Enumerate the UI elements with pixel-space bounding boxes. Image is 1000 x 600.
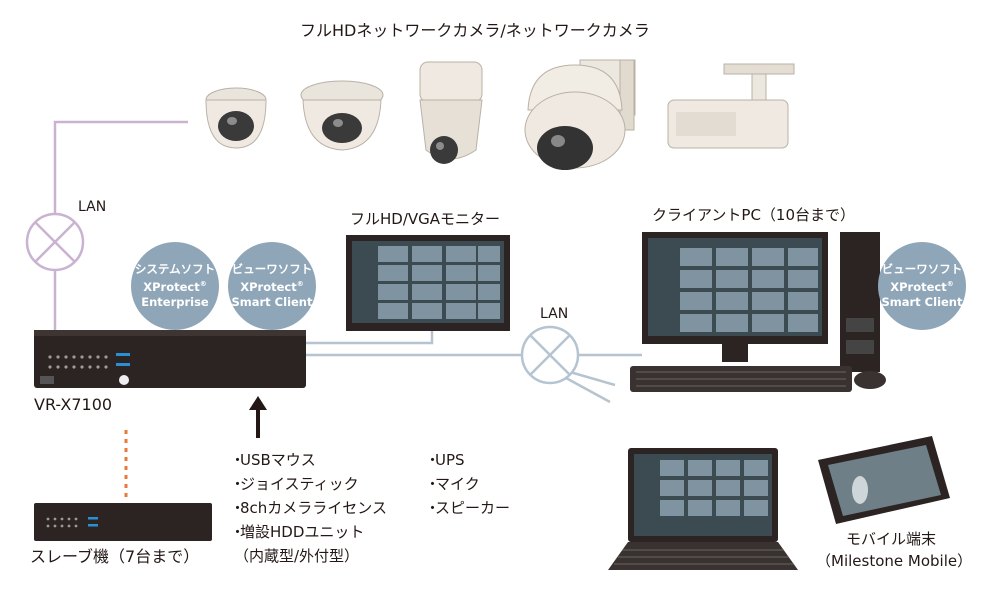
bubble-viewer-right-line3: Smart Client (881, 294, 963, 309)
mobile-label-line1: モバイル端末 (846, 530, 937, 548)
list-item: ・ジョイスティック (230, 475, 359, 493)
tablet-icon (818, 436, 950, 524)
bubble-system-line2: XProtect (143, 279, 200, 294)
lan-hub-right-icon (520, 325, 580, 385)
lan-label-right: LAN (540, 306, 569, 322)
lan-branch-1 (569, 370, 616, 387)
registered-mark: ® (296, 280, 304, 289)
recorder-vr-x7100-icon (34, 330, 306, 388)
bubble-system-software: システムソフト XProtect® Enterprise (131, 242, 219, 330)
registered-mark: ® (946, 280, 954, 289)
recorder-monitor-line (305, 330, 434, 345)
registered-mark: ® (199, 280, 207, 289)
bubble-viewer-left-line1: ビューワソフト (231, 262, 313, 277)
monitor-label: フルHD/VGAモニター (350, 210, 501, 228)
dome-camera-1-icon (205, 87, 267, 149)
diagram-title: フルHDネットワークカメラ/ネットワークカメラ (300, 21, 650, 40)
list-item: ・スピーカー (425, 499, 511, 517)
bubble-viewer-software-left: ビューワソフト XProtect® Smart Client (228, 242, 316, 330)
ptz-camera-large-icon (524, 59, 636, 170)
list-item-sub: （内蔵型/外付型） (234, 547, 360, 565)
slave-label: スレーブ機（7台まで） (30, 547, 200, 566)
box-camera-icon (667, 63, 795, 149)
list-item: ・UPS (425, 451, 465, 469)
client-pc-label: クライアントPC（10台まで） (652, 206, 856, 224)
lan-hub-left-icon (25, 212, 85, 272)
bubble-viewer-left-line2: XProtect (240, 279, 297, 294)
bubble-viewer-right-line2: XProtect (890, 279, 947, 294)
lan-branch-2 (565, 376, 611, 404)
list-item: ・増設HDDユニット (230, 523, 365, 541)
recorder-label: VR-X7100 (34, 395, 113, 414)
up-arrow-icon (249, 396, 267, 438)
bubble-viewer-right-line1: ビューワソフト (881, 262, 963, 277)
bubble-system-line1: システムソフト (134, 262, 216, 277)
bubble-viewer-left-line3: Smart Client (231, 294, 313, 309)
options-list-2: ・UPS ・マイク ・スピーカー (425, 448, 510, 520)
options-list-1: ・USBマウス ・ジョイスティック ・8chカメラライセンス ・増設HDDユニッ… (230, 448, 387, 568)
bubble-viewer-software-right: ビューワソフト XProtect® Smart Client (878, 242, 966, 330)
slave-recorder-icon (34, 503, 212, 541)
lan-label-left: LAN (78, 199, 107, 215)
ptz-camera-small-icon (419, 61, 483, 164)
list-item: ・8chカメラライセンス (230, 499, 387, 517)
list-item: ・USBマウス (230, 451, 316, 469)
laptop-icon (608, 448, 798, 570)
dome-camera-2-icon (300, 80, 384, 151)
mobile-label-line2: （Milestone Mobile） (816, 552, 973, 570)
list-item: ・マイク (425, 475, 480, 493)
bubble-system-line3: Enterprise (141, 294, 209, 309)
